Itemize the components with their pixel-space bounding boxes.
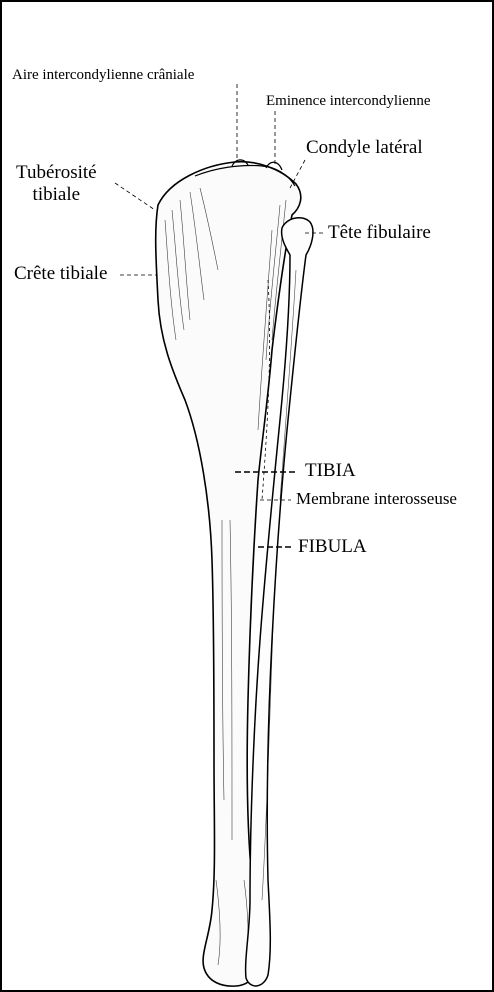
label-tuberosite-tibiale: Tubérosité tibiale: [16, 162, 97, 206]
label-eminence-intercondylienne: Eminence intercondylienne: [266, 94, 431, 110]
label-condyle-lateral: Condyle latéral: [306, 138, 423, 158]
label-aire-intercondylienne: Aire intercondylienne crâniale: [12, 68, 194, 84]
label-membrane-interosseuse: Membrane interosseuse: [296, 490, 457, 508]
label-fibula: FIBULA: [298, 537, 367, 557]
label-tete-fibulaire: Tête fibulaire: [328, 223, 431, 243]
tibia-bone: [156, 162, 301, 986]
label-tibia: TIBIA: [305, 461, 356, 481]
label-crete-tibiale: Crête tibiale: [14, 264, 107, 284]
